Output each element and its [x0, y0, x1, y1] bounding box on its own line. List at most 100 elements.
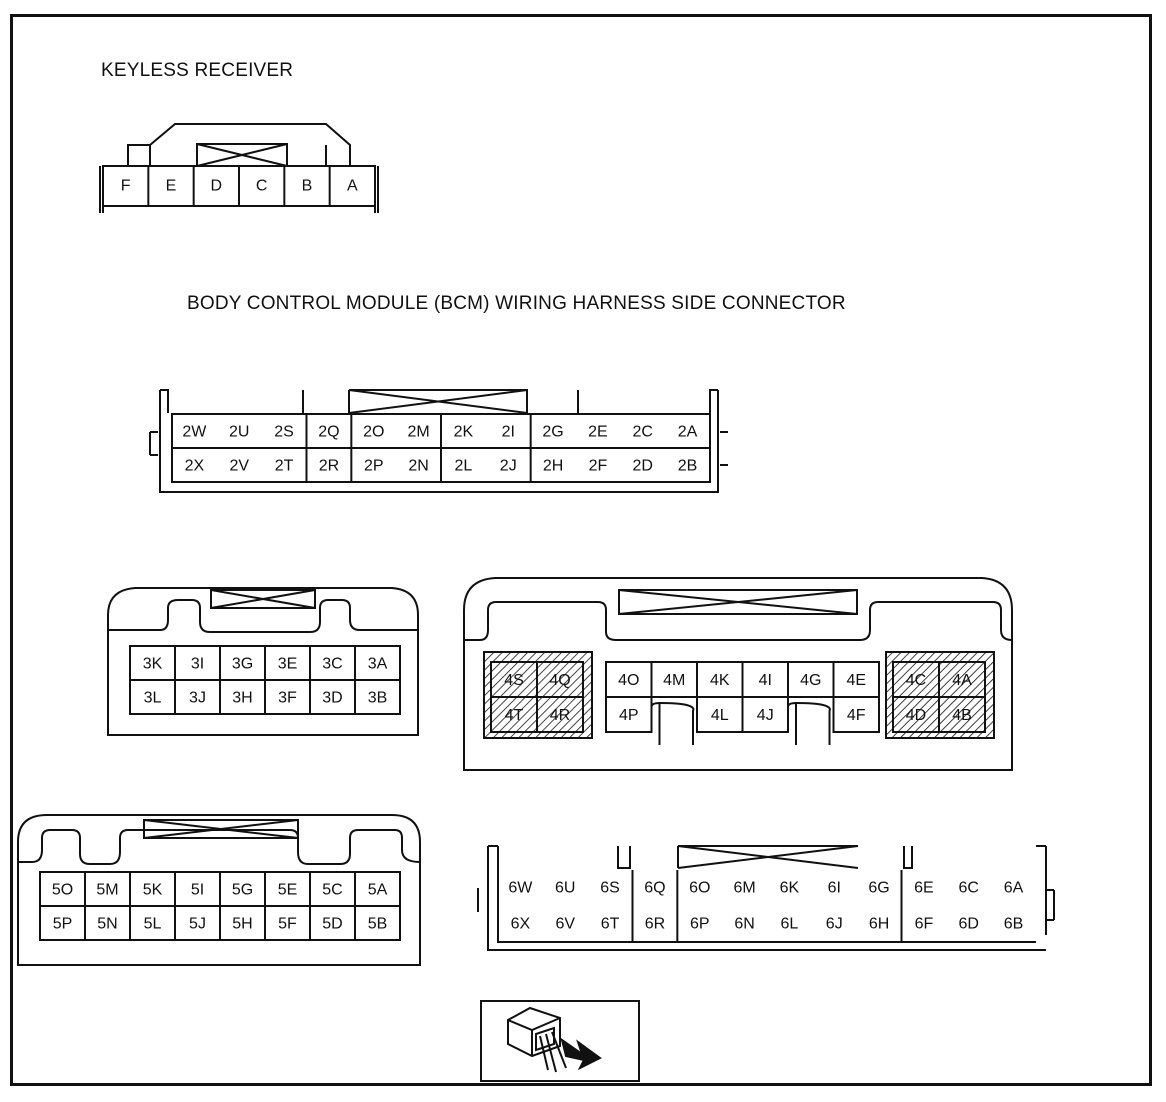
c4-mid-pin: 4F — [847, 707, 866, 724]
c6-pin: 6A — [1004, 880, 1024, 897]
c2-pin: 2G — [542, 424, 563, 441]
c6-pin: 6T — [601, 916, 620, 933]
c4-mid-pin: 4O — [618, 672, 639, 689]
c6-pin: 6P — [690, 916, 710, 933]
c4-right-pin: 4C — [906, 672, 926, 689]
c2-pin: 2M — [407, 424, 429, 441]
keyless-receiver-title: KEYLESS RECEIVER — [101, 60, 294, 81]
c6-pin: 6K — [780, 880, 800, 897]
c4-mid-pin: 4K — [710, 672, 730, 689]
c3-pin: 3K — [143, 656, 163, 673]
c4-mid-pin: 4P — [619, 707, 639, 724]
c4-mid-pin: 4E — [846, 672, 866, 689]
c5-pin: 5J — [189, 916, 206, 933]
c6-pin: 6O — [689, 880, 710, 897]
c2-pin: 2P — [364, 458, 384, 475]
c3-pin: 3A — [368, 656, 388, 673]
c5-pin: 5H — [232, 916, 252, 933]
c5-pin: 5M — [96, 882, 118, 899]
c4-right-pin: 4A — [952, 672, 972, 689]
c4-left-cell — [536, 696, 584, 733]
c2-pin: 2N — [408, 458, 428, 475]
c2-pin: 2R — [319, 458, 339, 475]
keyless-pin: C — [256, 178, 268, 195]
c6-pin: 6M — [733, 880, 755, 897]
c5-pin: 5O — [52, 882, 73, 899]
c6-pin: 6C — [959, 880, 979, 897]
c4-mid-pin: 4M — [663, 672, 685, 689]
c5-pin: 5P — [53, 916, 73, 933]
c2-pin: 2V — [229, 458, 249, 475]
c3-pin: 3B — [368, 690, 388, 707]
c3-pin: 3G — [232, 656, 253, 673]
c2-pin: 2C — [633, 424, 653, 441]
c3-pin: 3I — [191, 656, 204, 673]
diagram-frame — [10, 14, 1152, 1086]
c5-pin: 5K — [143, 882, 163, 899]
c6-pin: 6E — [914, 880, 934, 897]
c5-pin: 5N — [97, 916, 117, 933]
c6-pin: 6R — [645, 916, 665, 933]
harness-side-view-icon — [480, 1000, 640, 1082]
c3-pin: 3J — [189, 690, 206, 707]
c5-pin: 5C — [322, 882, 342, 899]
c2-pin: 2X — [185, 458, 205, 475]
c2-pin: 2F — [589, 458, 608, 475]
c2-pin: 2S — [274, 424, 294, 441]
c5-pin: 5L — [144, 916, 162, 933]
c3-cell — [354, 679, 401, 715]
c2-pin: 2I — [502, 424, 515, 441]
c2-pin: 2T — [275, 458, 294, 475]
keyless-pin: D — [211, 178, 223, 195]
c5-pin: 5B — [368, 916, 388, 933]
c3-pin: 3C — [322, 656, 342, 673]
c5-pin: 5A — [368, 882, 388, 899]
c6-pin: 6J — [826, 916, 843, 933]
c6-pin: 6V — [555, 916, 575, 933]
c2-pin: 2J — [500, 458, 517, 475]
c2-pin: 2D — [633, 458, 653, 475]
c3-pin: 3L — [144, 690, 162, 707]
c4-right-pin: 4D — [906, 707, 926, 724]
c2-pin: 2L — [455, 458, 473, 475]
c6-pin: 6D — [959, 916, 979, 933]
c4-mid-pin: 4G — [800, 672, 821, 689]
c2-pin: 2O — [363, 424, 384, 441]
c4-left-pin: 4R — [550, 707, 570, 724]
c6-pin: 6I — [828, 880, 841, 897]
c5-cell — [354, 905, 401, 941]
c3-pin: 3D — [322, 690, 342, 707]
c5-pin: 5E — [278, 882, 298, 899]
bcm-connector-title: BODY CONTROL MODULE (BCM) WIRING HARNESS… — [187, 293, 846, 314]
c6-pin: 6G — [868, 880, 889, 897]
keyless-pin: E — [166, 178, 177, 195]
c4-right-pin: 4B — [952, 707, 972, 724]
c4-left-pin: 4Q — [549, 672, 570, 689]
c6-pin: 6X — [511, 916, 531, 933]
c6-pin: 6U — [555, 880, 575, 897]
c5-pin: 5F — [278, 916, 297, 933]
c2-pin: 2A — [678, 424, 698, 441]
c4-left-pin: 4S — [504, 672, 524, 689]
c3-pin: 3H — [232, 690, 252, 707]
c6-pin: 6N — [734, 916, 754, 933]
c6-pin: 6F — [915, 916, 934, 933]
c6-pin: 6L — [781, 916, 799, 933]
c6-pin: 6H — [869, 916, 889, 933]
c3-pin: 3E — [278, 656, 298, 673]
keyless-pin: F — [121, 178, 131, 195]
c6-pin: 6Q — [644, 880, 665, 897]
c6-pin: 6W — [508, 880, 533, 897]
keyless-pin: B — [302, 178, 313, 195]
c4-mid-pin: 4I — [759, 672, 772, 689]
c2-pin: 2U — [229, 424, 249, 441]
c5-pin: 5D — [322, 916, 342, 933]
c2-pin: 2W — [182, 424, 207, 441]
c4-mid-pin: 4J — [757, 707, 774, 724]
c2-pin: 2K — [454, 424, 474, 441]
